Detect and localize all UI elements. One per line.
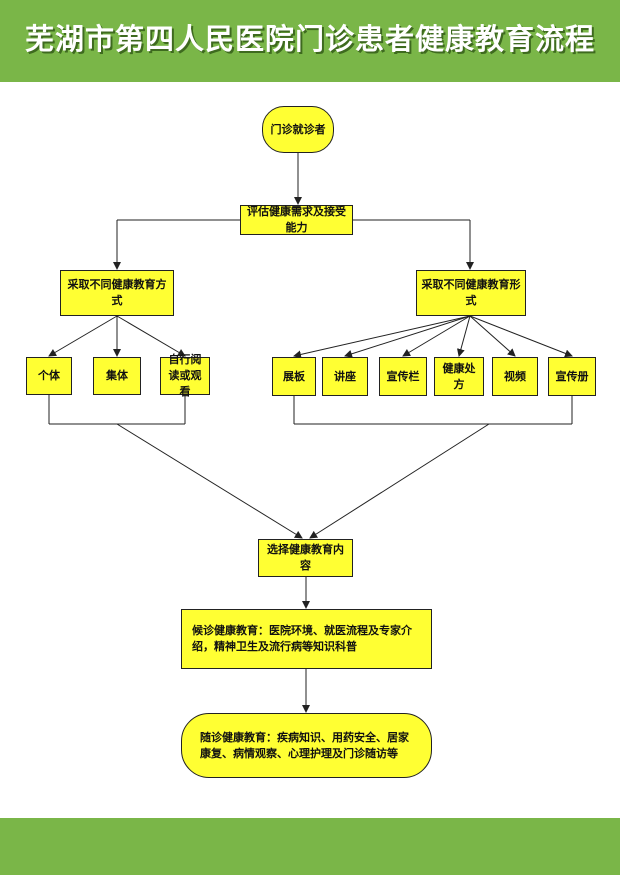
node-content: 选择健康教育内容 <box>258 539 353 577</box>
node-assess: 评估健康需求及接受能力 <box>240 205 353 235</box>
node-booklet: 宣传册 <box>548 357 596 396</box>
node-group: 集体 <box>93 357 141 395</box>
node-forms: 采取不同健康教育形式 <box>416 270 526 316</box>
node-waiting-education: 候诊健康教育：医院环境、就医流程及专家介绍，精神卫生及流行病等知识科普 <box>181 609 432 669</box>
page-title: 芜湖市第四人民医院门诊患者健康教育流程 <box>24 22 595 56</box>
header-band <box>0 0 620 82</box>
node-video: 视频 <box>492 357 538 396</box>
node-prescription: 健康处方 <box>434 357 484 396</box>
node-display-board: 展板 <box>272 357 316 396</box>
node-methods: 采取不同健康教育方式 <box>60 270 174 316</box>
footer-band <box>0 818 620 875</box>
node-followup-education: 随诊健康教育：疾病知识、用药安全、居家康复、病情观察、心理护理及门诊随访等 <box>181 713 432 778</box>
node-lecture: 讲座 <box>322 357 368 396</box>
node-individual: 个体 <box>26 357 72 395</box>
node-start: 门诊就诊者 <box>262 106 334 153</box>
node-bulletin: 宣传栏 <box>379 357 427 396</box>
node-self-read: 自行阅读或观看 <box>160 353 210 398</box>
